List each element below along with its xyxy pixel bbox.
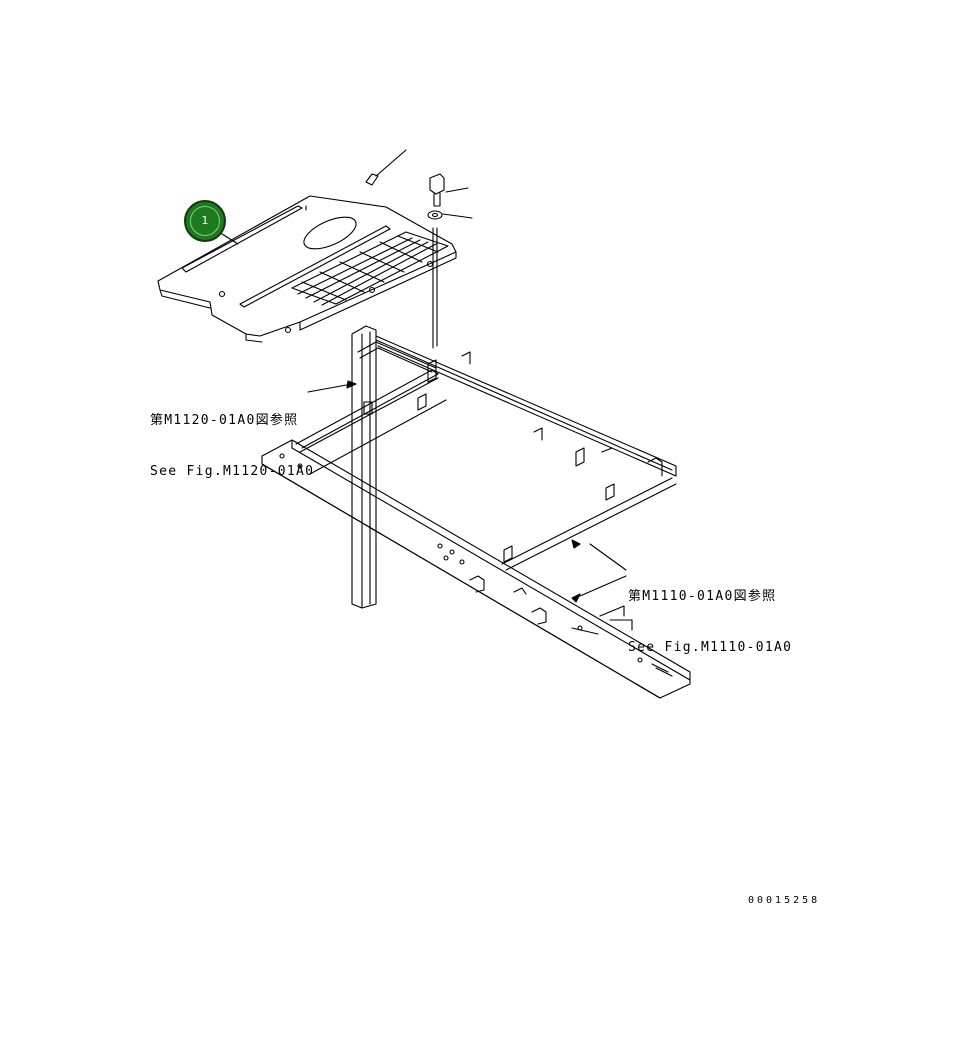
frame-cross bbox=[295, 369, 677, 571]
reference-upper-en: See Fig.M1120-01A0 bbox=[150, 464, 315, 479]
frame-rail-right bbox=[375, 335, 677, 501]
reference-lower-ja: 第M1110-01A0図参照 bbox=[628, 589, 777, 604]
frame-post bbox=[351, 325, 437, 609]
reference-lower: 第M1110-01A0図参照 See Fig.M1110-01A0 bbox=[628, 554, 792, 673]
reference-upper: 第M1120-01A0図参照 See Fig.M1120-01A0 bbox=[150, 378, 314, 497]
callout-leader bbox=[221, 233, 239, 245]
callout-1[interactable]: 1 bbox=[184, 200, 226, 242]
hardware bbox=[365, 149, 473, 349]
drawing-number: 00015258 bbox=[748, 895, 821, 906]
reference-lower-en: See Fig.M1110-01A0 bbox=[628, 640, 793, 655]
reference-upper-ja: 第M1120-01A0図参照 bbox=[150, 413, 299, 428]
callout-ring bbox=[190, 206, 220, 236]
callout-number: 1 bbox=[201, 214, 209, 227]
reference-leaders bbox=[307, 380, 627, 603]
frame-main-beam bbox=[261, 439, 691, 699]
